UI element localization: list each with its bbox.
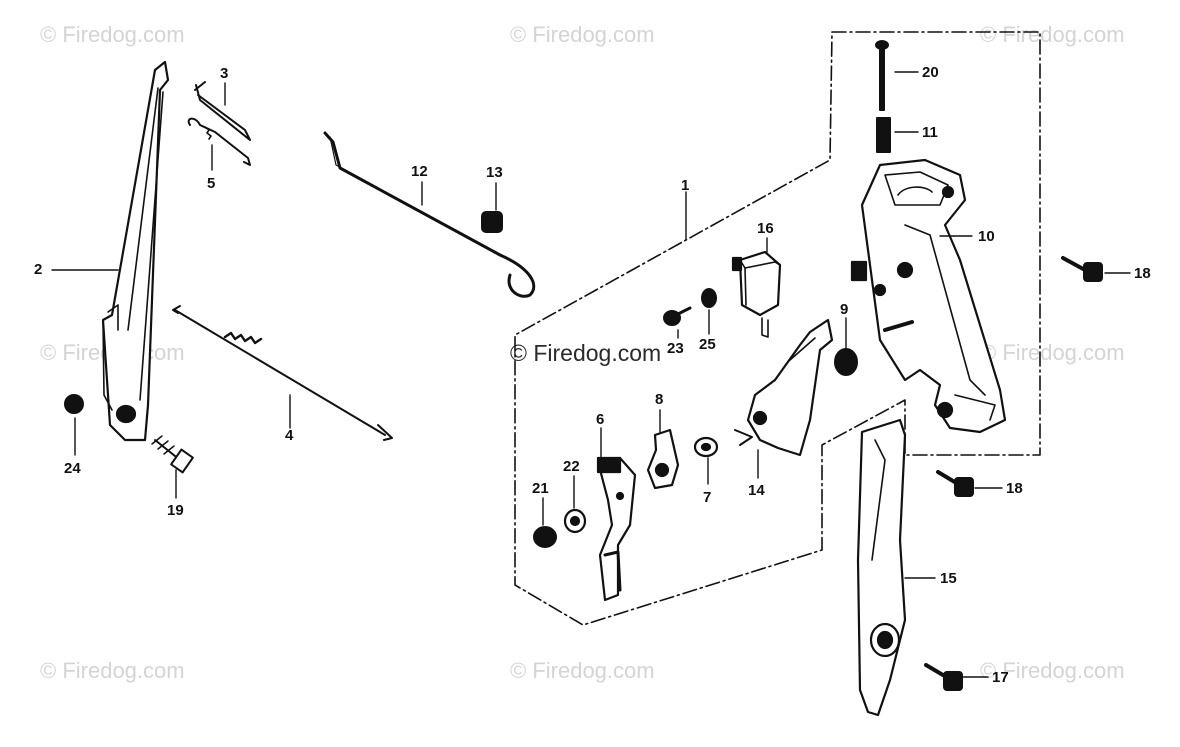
part-14-lever — [734, 318, 834, 457]
callout-2: 2 — [34, 261, 43, 278]
callout-25: 25 — [699, 336, 716, 353]
part-6-arm — [596, 456, 637, 602]
part-19-bolt — [151, 435, 194, 474]
callout-14: 14 — [748, 482, 765, 499]
assembly-boundary — [514, 31, 1041, 626]
callout-16: 16 — [757, 220, 774, 237]
callout-18-upper: 18 — [1134, 265, 1151, 282]
callout-8: 8 — [655, 391, 664, 408]
part-3-spring — [194, 81, 251, 141]
part-22-washer — [563, 508, 587, 534]
callout-4: 4 — [285, 427, 294, 444]
callout-6: 6 — [596, 411, 605, 428]
part-16-switch — [731, 250, 782, 338]
part-18-bolt-upper — [1061, 256, 1103, 282]
part-2-lever — [101, 60, 170, 442]
part-25-washer — [701, 288, 717, 308]
callout-7: 7 — [703, 489, 712, 506]
part-23-screw — [663, 306, 692, 326]
callout-20: 20 — [922, 64, 939, 81]
leader-lines — [51, 71, 1131, 678]
callout-23: 23 — [667, 340, 684, 357]
callout-15: 15 — [940, 570, 957, 587]
callout-10: 10 — [978, 228, 995, 245]
part-8-link — [646, 428, 680, 490]
part-21-nut — [533, 526, 557, 548]
callout-5: 5 — [207, 175, 216, 192]
callout-24: 24 — [64, 460, 81, 477]
callout-11: 11 — [922, 124, 938, 141]
callout-9: 9 — [840, 301, 849, 318]
part-20-bolt — [875, 40, 889, 111]
callout-13: 13 — [486, 164, 503, 181]
part-11-spring — [876, 117, 891, 153]
callout-22: 22 — [563, 458, 580, 475]
part-4-rod — [172, 305, 393, 441]
part-12-wire — [323, 131, 536, 298]
part-10-bracket — [850, 158, 1007, 434]
callout-21: 21 — [532, 480, 549, 497]
part-15-lever — [856, 418, 907, 717]
callout-18-lower: 18 — [1006, 480, 1023, 497]
part-9-nut — [834, 348, 858, 376]
callout-12: 12 — [411, 163, 428, 180]
part-13-grommet — [481, 211, 503, 233]
part-5-spring — [187, 117, 251, 166]
part-7-washer — [693, 436, 719, 458]
callout-17: 17 — [992, 669, 1009, 686]
callout-3: 3 — [220, 65, 229, 82]
callout-1: 1 — [681, 177, 690, 194]
part-18-bolt-lower — [936, 470, 974, 497]
part-24-nut — [64, 394, 84, 414]
callout-19: 19 — [167, 502, 184, 519]
part-17-bolt — [924, 663, 963, 691]
